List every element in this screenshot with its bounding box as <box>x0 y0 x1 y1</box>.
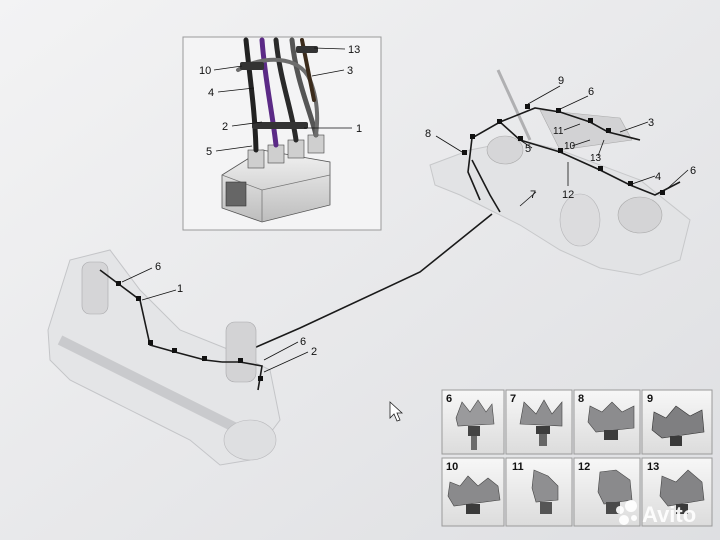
part-tile-6[interactable]: 6 <box>441 389 505 455</box>
part-tile-7[interactable]: 7 <box>505 389 573 455</box>
inset-callout-2: 2 <box>222 121 228 133</box>
valve-block <box>221 134 331 223</box>
inset-callout-10: 10 <box>199 65 211 77</box>
connecting-harness <box>221 213 493 363</box>
avito-logo-text: Avito <box>642 502 696 527</box>
avito-watermark: Avito <box>616 500 696 527</box>
rear-callout-6a: 6 <box>588 86 594 98</box>
front-knuckle <box>223 419 277 461</box>
front-clips <box>116 281 263 381</box>
rear-callout-6b: 6 <box>690 165 696 177</box>
front-callout-1: 1 <box>177 283 183 295</box>
front-subframe <box>47 249 281 466</box>
front-air-spring-right <box>225 321 257 383</box>
part-tile-9[interactable]: 9 <box>641 389 713 455</box>
valve-block-inset: 10 4 2 5 13 3 1 <box>182 36 382 231</box>
part-tile-10[interactable]: 10 <box>441 457 505 527</box>
rear-knuckle <box>559 193 601 247</box>
inset-leaders <box>213 47 352 152</box>
rear-callout-12: 12 <box>562 189 574 201</box>
clips <box>240 46 318 129</box>
parts-grid: 6 7 8 9 10 <box>441 389 713 527</box>
part-number: 9 <box>647 393 653 405</box>
part-tile-13[interactable]: 13 <box>641 457 713 527</box>
front-leaders <box>121 267 309 373</box>
rear-leaders <box>435 85 689 207</box>
inset-callout-1: 1 <box>356 123 362 135</box>
rear-callout-10: 10 <box>564 141 576 152</box>
part-tile-8[interactable]: 8 <box>573 389 641 455</box>
rear-clips <box>462 104 665 195</box>
part-tile-11[interactable]: 11 <box>505 457 573 527</box>
front-callout-6b: 6 <box>300 336 306 348</box>
rear-callout-13: 13 <box>590 153 602 164</box>
part-tile-12[interactable]: 12 <box>573 457 641 527</box>
mouse-cursor-icon <box>389 401 404 422</box>
part-number: 12 <box>578 461 590 473</box>
inset-callout-4: 4 <box>208 87 214 99</box>
rear-callout-3: 3 <box>648 117 654 129</box>
front-callout-6a: 6 <box>155 261 161 273</box>
part-number: 10 <box>446 461 458 473</box>
rear-ecu-box <box>539 109 633 151</box>
inset-callout-5: 5 <box>206 146 212 158</box>
rear-strut-left <box>486 135 524 165</box>
rear-callout-7: 7 <box>530 189 536 201</box>
rear-subframe <box>429 69 691 276</box>
rear-callout-8: 8 <box>425 128 431 140</box>
front-air-spring-left <box>81 261 109 315</box>
inset-callout-3: 3 <box>347 65 353 77</box>
rear-callout-4: 4 <box>655 171 661 183</box>
part-number: 6 <box>446 393 452 405</box>
part-number: 7 <box>510 393 516 405</box>
rear-callout-5: 5 <box>525 143 531 155</box>
front-callout-2: 2 <box>311 346 317 358</box>
pipes <box>236 37 320 153</box>
inset-callout-13: 13 <box>348 44 360 56</box>
rear-callout-9: 9 <box>558 75 564 87</box>
rear-air-spring-right <box>617 196 663 234</box>
part-number: 13 <box>647 461 659 473</box>
part-number: 8 <box>578 393 584 405</box>
rear-callout-11: 11 <box>553 126 564 137</box>
part-number: 11 <box>512 461 524 473</box>
